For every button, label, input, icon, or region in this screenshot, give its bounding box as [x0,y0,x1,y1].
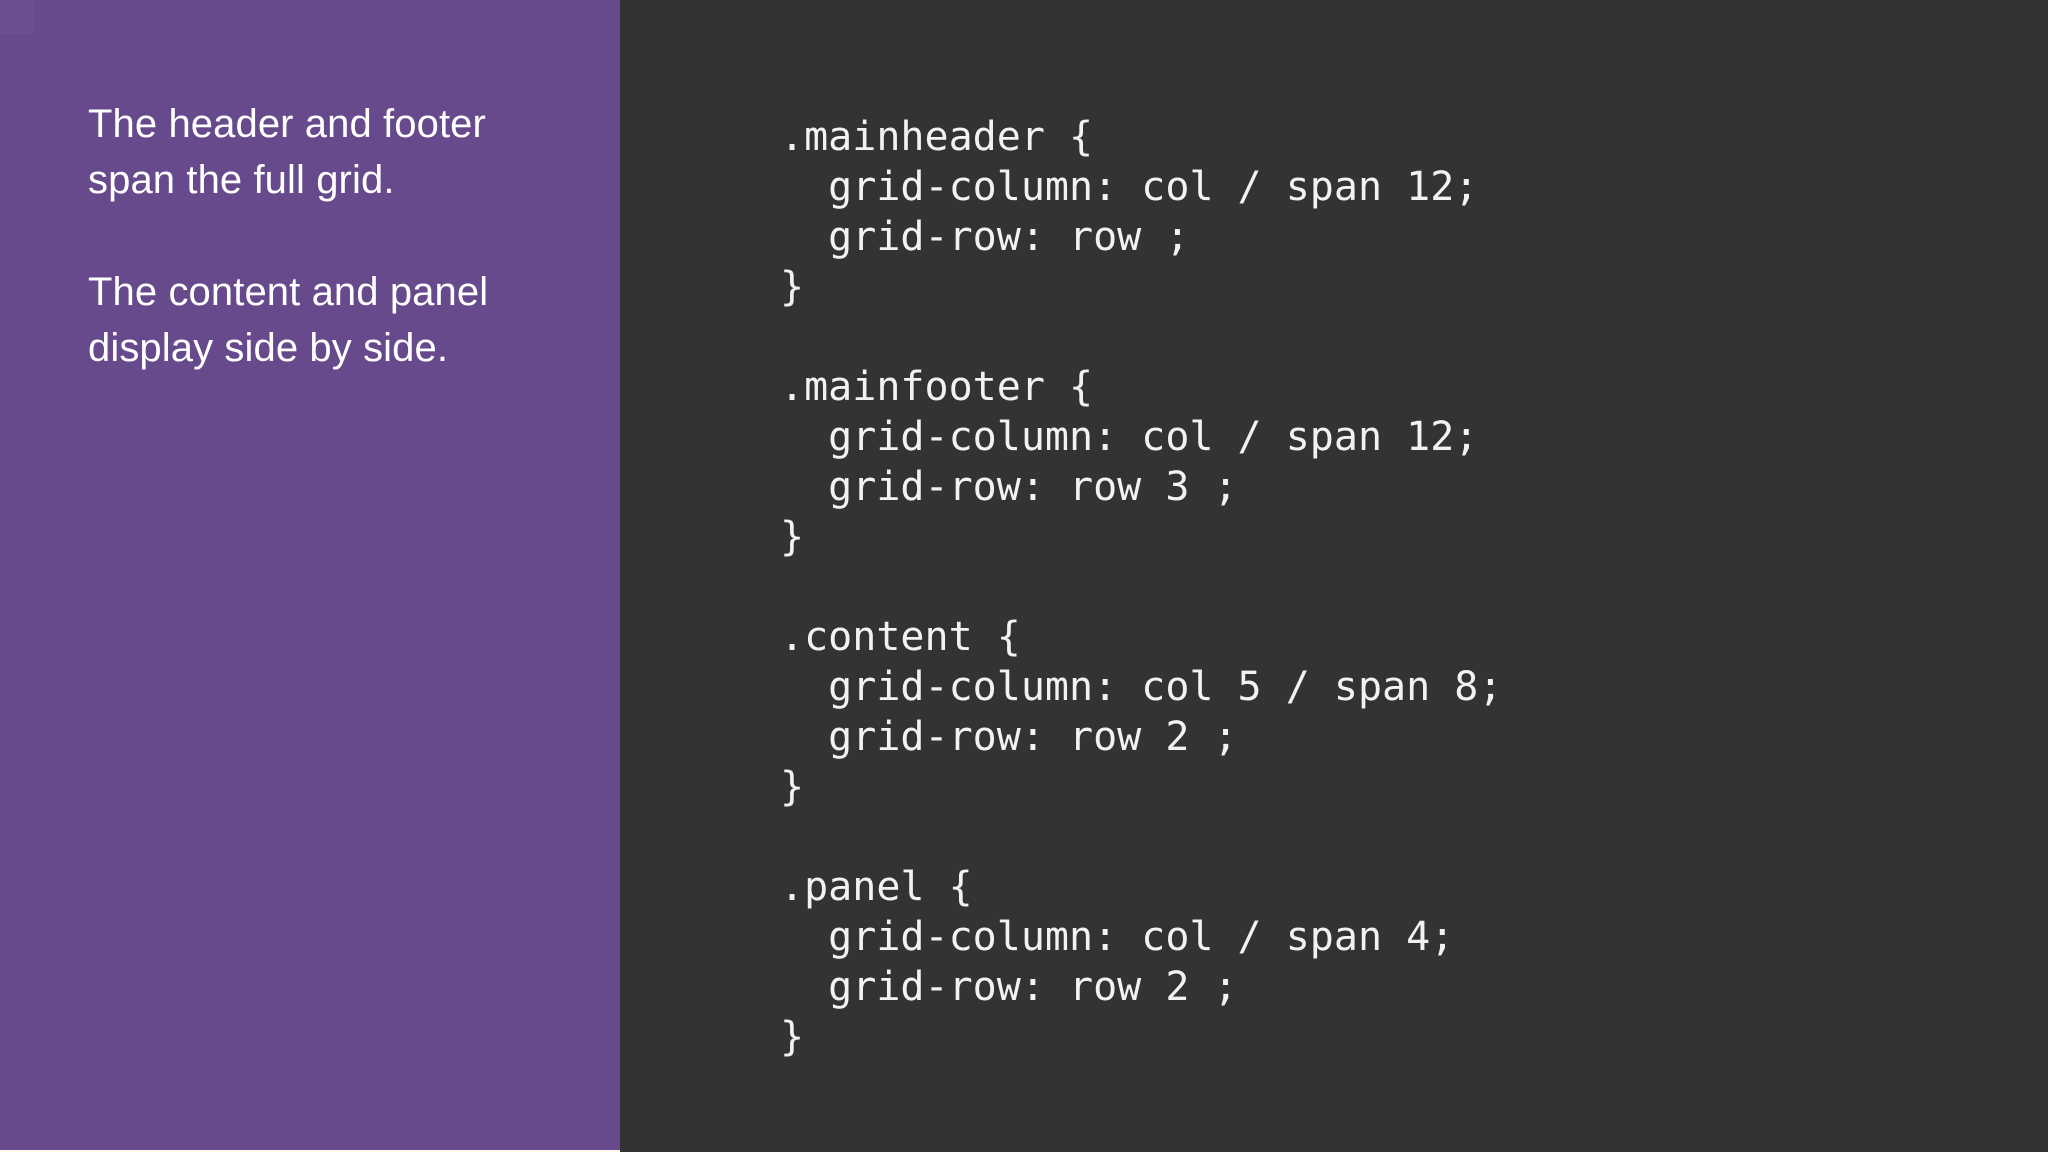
code-block-mainheader: .mainheader { grid-column: col / span 12… [780,112,2048,312]
notes-panel: The header and footer span the full grid… [0,0,620,1152]
code-line: grid-column: col 5 / span 8; [780,664,1503,710]
code-line: grid-column: col / span 12; [780,414,1479,460]
note-paragraph-2: The content and panel display side by si… [88,270,489,370]
note-paragraph-1: The header and footer span the full grid… [88,102,486,202]
code-line: .content { [780,614,1021,660]
code-line: } [780,1014,805,1060]
code-line: } [780,514,805,560]
code-block-mainfooter: .mainfooter { grid-column: col / span 12… [780,362,2048,562]
code-block-panel: .panel { grid-column: col / span 4; grid… [780,862,2048,1062]
code-line: .mainheader { [780,114,1094,160]
code-line: grid-column: col / span 12; [780,164,1479,210]
code-panel: .mainheader { grid-column: col / span 12… [620,0,2048,1152]
code-line: grid-row: row 3 ; [780,464,1238,510]
code-line: .mainfooter { [780,364,1094,410]
code-line: grid-column: col / span 4; [780,914,1455,960]
code-block-content: .content { grid-column: col 5 / span 8; … [780,612,2048,812]
code-line: .panel { [780,864,973,910]
code-line: grid-row: row ; [780,214,1190,260]
code-line: } [780,264,805,310]
code-line: } [780,764,805,810]
code-line: grid-row: row 2 ; [780,964,1238,1010]
code-line: grid-row: row 2 ; [780,714,1238,760]
